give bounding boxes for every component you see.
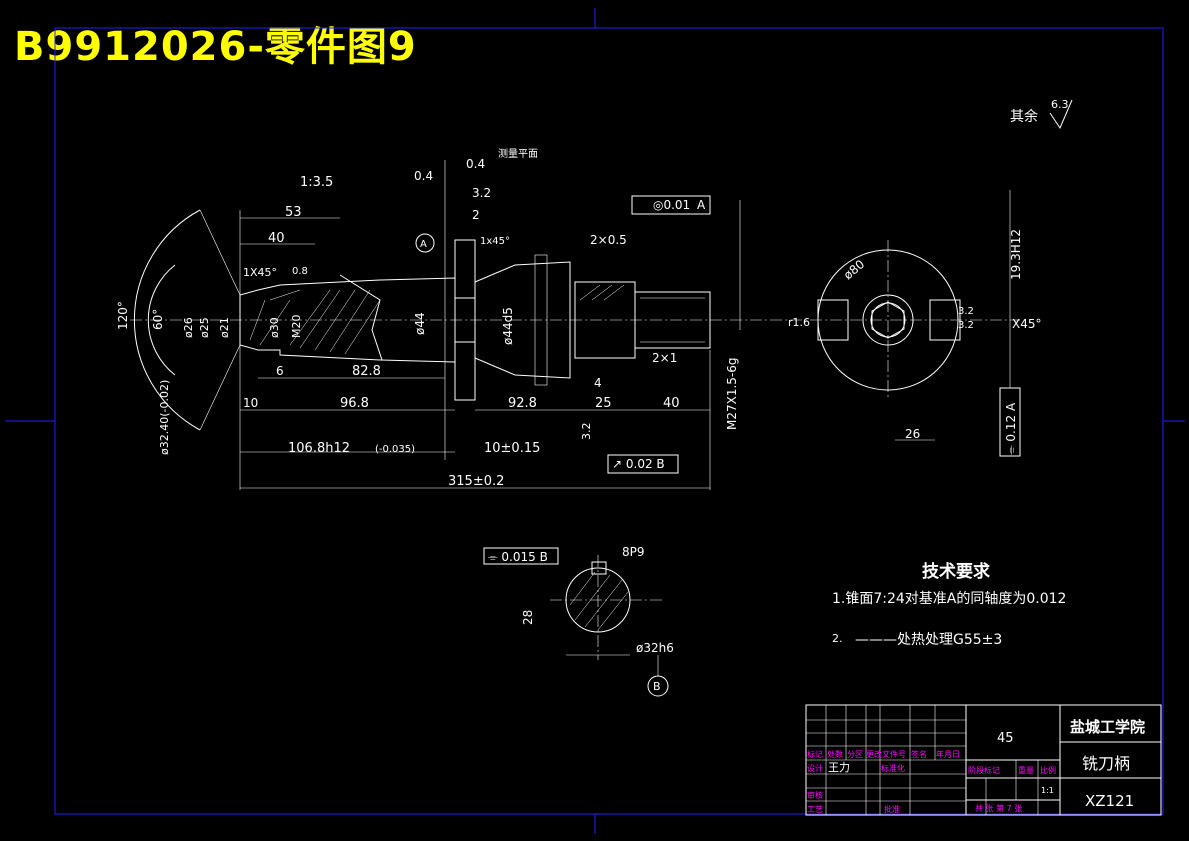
svg-text:年月日: 年月日 bbox=[936, 749, 960, 759]
svg-text:82.8: 82.8 bbox=[352, 364, 381, 379]
side-view: ø80 r1.6 19.3H12 3.2 3.2 X45° 26 ⌯ 0.12 … bbox=[788, 190, 1042, 457]
svg-text:r1.6: r1.6 bbox=[788, 316, 810, 329]
svg-text:比例: 比例 bbox=[1040, 765, 1056, 775]
section-hatch bbox=[249, 289, 381, 355]
svg-text:ø80: ø80 bbox=[841, 257, 867, 282]
svg-text:工艺: 工艺 bbox=[807, 805, 823, 814]
taper-body bbox=[239, 277, 456, 363]
svg-text:M27X1.5-6g: M27X1.5-6g bbox=[725, 357, 739, 430]
svg-text:1x45°: 1x45° bbox=[480, 236, 510, 247]
svg-text:ø30: ø30 bbox=[268, 317, 281, 338]
svg-text:3.2: 3.2 bbox=[958, 306, 974, 317]
section-sym-frame bbox=[483, 547, 559, 565]
svg-text:45: 45 bbox=[997, 731, 1014, 746]
datum-b-bubble bbox=[647, 675, 669, 697]
svg-text:1.锥面7:24对基准A的同轴度为0.012: 1.锥面7:24对基准A的同轴度为0.012 bbox=[832, 590, 1066, 607]
svg-text:2×1: 2×1 bbox=[652, 351, 677, 365]
svg-text:10±0.15: 10±0.15 bbox=[484, 441, 540, 456]
svg-text:96.8: 96.8 bbox=[340, 396, 369, 411]
svg-text:ø21: ø21 bbox=[218, 317, 231, 338]
coaxiality-frame bbox=[631, 195, 711, 215]
svg-text:设计: 设计 bbox=[807, 763, 823, 773]
svg-text:60°: 60° bbox=[151, 309, 165, 330]
section-view: ⌯ 0.015 B 8P9 28 ø32h6 B bbox=[483, 545, 674, 697]
svg-text:120°: 120° bbox=[116, 301, 130, 330]
svg-text:标准化: 标准化 bbox=[881, 763, 905, 773]
svg-text:1X45°: 1X45° bbox=[243, 266, 277, 279]
svg-text:更改文件号: 更改文件号 bbox=[866, 749, 906, 759]
svg-text:315±0.2: 315±0.2 bbox=[448, 474, 504, 489]
main-view: 53 40 1:3.5 0.4 0.4 3.2 2 测量平面 1X45° 1x4… bbox=[116, 147, 790, 490]
svg-text:其余: 其余 bbox=[1010, 108, 1038, 125]
svg-text:40: 40 bbox=[663, 396, 680, 411]
flange bbox=[454, 239, 476, 401]
svg-text:1:3.5: 1:3.5 bbox=[300, 175, 333, 190]
svg-text:重量: 重量 bbox=[1018, 765, 1034, 775]
svg-text:A: A bbox=[697, 198, 706, 212]
svg-text:A: A bbox=[420, 239, 427, 250]
svg-text:0.4: 0.4 bbox=[466, 157, 485, 171]
svg-text:ø44d5: ø44d5 bbox=[501, 307, 515, 345]
svg-text:26: 26 bbox=[905, 427, 920, 441]
svg-text:⌯ 0.12 A: ⌯ 0.12 A bbox=[1004, 402, 1018, 455]
svg-text:审核: 审核 bbox=[807, 790, 823, 800]
svg-text:技术要求: 技术要求 bbox=[922, 561, 990, 582]
svg-text:B: B bbox=[653, 680, 661, 693]
svg-text:19.3H12: 19.3H12 bbox=[1009, 229, 1023, 280]
svg-text:3.2: 3.2 bbox=[472, 186, 491, 200]
svg-text:53: 53 bbox=[285, 205, 302, 220]
svg-text:⌯ 0.015 B: ⌯ 0.015 B bbox=[488, 550, 548, 564]
svg-text:92.8: 92.8 bbox=[508, 396, 537, 411]
svg-text:25: 25 bbox=[595, 396, 612, 411]
svg-text:共 张 第 7 张: 共 张 第 7 张 bbox=[975, 803, 1022, 813]
title-block: 45 盐城工学院 铣刀柄 XZ121 王力 标记 处数 分区 更改文件号 签名 … bbox=[805, 704, 1162, 816]
tech-requirements: 技术要求 1.锥面7:24对基准A的同轴度为0.012 2. ———处热处理G5… bbox=[832, 561, 1066, 648]
svg-text:ø32.40(-0.02): ø32.40(-0.02) bbox=[158, 380, 171, 455]
svg-text:8P9: 8P9 bbox=[622, 545, 645, 559]
svg-text:(-0.035): (-0.035) bbox=[375, 444, 415, 455]
svg-text:◎0.01: ◎0.01 bbox=[653, 198, 690, 212]
svg-text:6.3: 6.3 bbox=[1051, 98, 1069, 111]
svg-text:XZ121: XZ121 bbox=[1085, 792, 1134, 810]
drawing-border bbox=[54, 27, 1164, 815]
svg-text:盐城工学院: 盐城工学院 bbox=[1070, 718, 1145, 736]
svg-text:106.8h12: 106.8h12 bbox=[288, 441, 350, 456]
svg-text:王力: 王力 bbox=[828, 761, 850, 774]
svg-text:3.2: 3.2 bbox=[580, 423, 593, 441]
svg-text:ø44: ø44 bbox=[413, 312, 427, 335]
svg-text:4: 4 bbox=[594, 376, 602, 390]
svg-text:0.4: 0.4 bbox=[414, 169, 433, 183]
svg-text:铣刀柄: 铣刀柄 bbox=[1082, 754, 1130, 773]
svg-text:———处热处理G55±3: ———处热处理G55±3 bbox=[855, 632, 1002, 648]
shaft bbox=[474, 261, 571, 379]
svg-text:6: 6 bbox=[276, 364, 284, 378]
svg-text:2×0.5: 2×0.5 bbox=[590, 233, 627, 247]
svg-text:M20: M20 bbox=[290, 315, 303, 339]
svg-text:标记: 标记 bbox=[807, 749, 823, 759]
svg-text:阶段标记: 阶段标记 bbox=[968, 765, 1000, 775]
svg-text:1:1: 1:1 bbox=[1041, 786, 1054, 795]
svg-text:2.: 2. bbox=[832, 632, 843, 645]
datum-a-bubble bbox=[415, 233, 435, 253]
svg-text:处数: 处数 bbox=[827, 749, 843, 759]
drawing-title: B9912026-零件图9 bbox=[14, 24, 417, 70]
svg-text:2: 2 bbox=[472, 208, 480, 222]
svg-text:↗ 0.02 B: ↗ 0.02 B bbox=[612, 457, 665, 471]
svg-text:ø25: ø25 bbox=[198, 317, 211, 338]
svg-text:X45°: X45° bbox=[1012, 317, 1042, 331]
svg-text:签名: 签名 bbox=[911, 749, 927, 759]
svg-text:ø26: ø26 bbox=[182, 317, 195, 338]
svg-text:40: 40 bbox=[268, 231, 285, 246]
svg-text:批准: 批准 bbox=[884, 804, 900, 814]
svg-text:测量平面: 测量平面 bbox=[498, 147, 538, 160]
roughness-note: 其余 6.3 bbox=[1010, 98, 1073, 130]
svg-text:0.8: 0.8 bbox=[292, 266, 308, 277]
svg-text:分区: 分区 bbox=[847, 750, 863, 759]
svg-text:ø32h6: ø32h6 bbox=[636, 641, 674, 655]
runout-frame bbox=[607, 454, 679, 474]
svg-text:10: 10 bbox=[243, 396, 258, 410]
svg-text:28: 28 bbox=[521, 610, 535, 625]
svg-text:3.2: 3.2 bbox=[958, 320, 974, 331]
